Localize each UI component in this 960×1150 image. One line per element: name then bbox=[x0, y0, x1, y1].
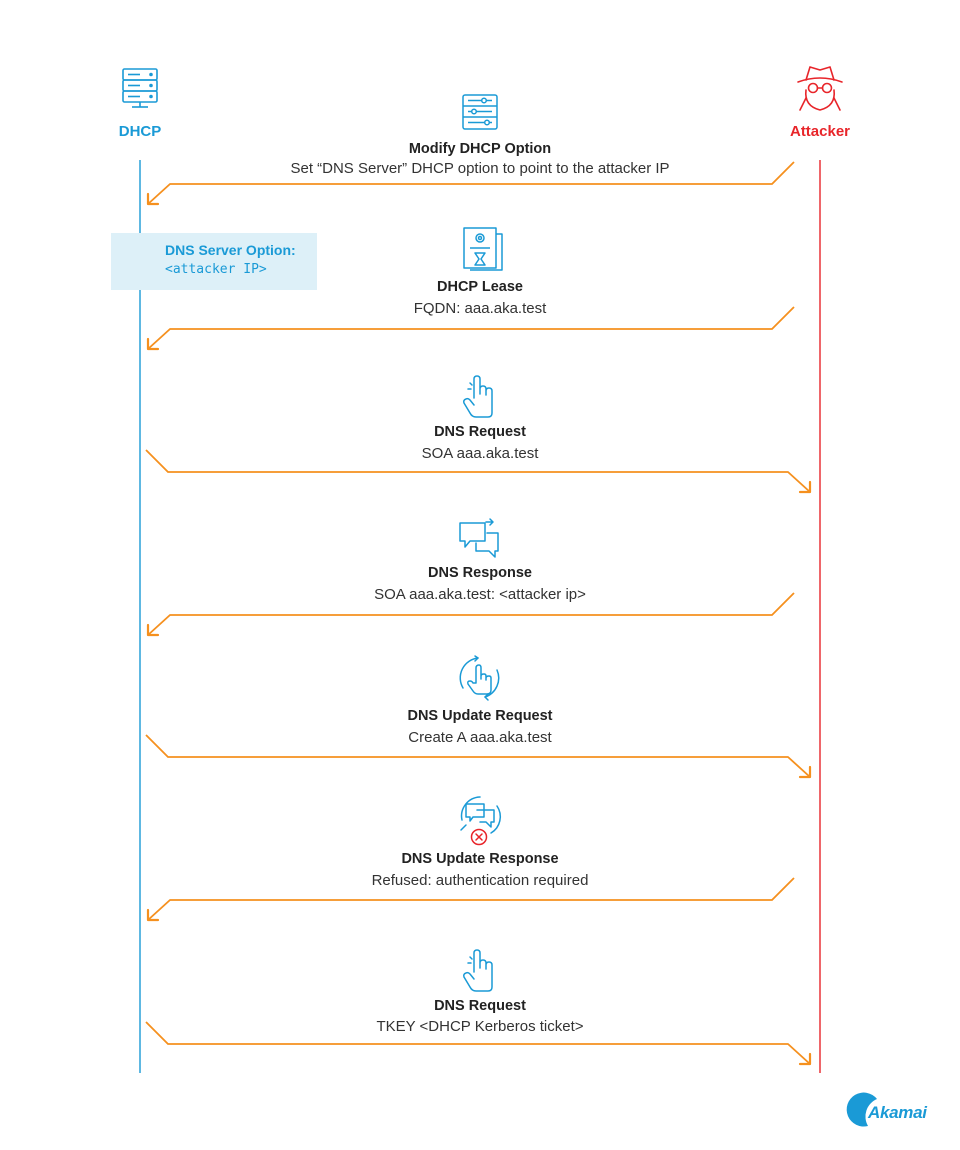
step-6-title: DNS Update Response bbox=[401, 851, 559, 867]
message-arrow-3 bbox=[145, 449, 811, 493]
certificate-icon bbox=[463, 227, 503, 271]
pointing-hand-icon bbox=[463, 949, 493, 992]
step-3-title: DNS Request bbox=[434, 424, 526, 440]
message-arrow-6 bbox=[147, 877, 795, 921]
arrowhead-2 bbox=[146, 337, 160, 351]
step-2-desc: FQDN: aaa.aka.test bbox=[413, 300, 547, 317]
chat-exchange-icon bbox=[459, 518, 499, 558]
state-box-title: DNS Server Option: bbox=[165, 242, 296, 258]
message-arrow-1 bbox=[147, 161, 795, 205]
message-arrow-5 bbox=[145, 734, 811, 778]
arrowhead-7 bbox=[798, 1052, 812, 1066]
attacker-actor-label: Attacker bbox=[789, 123, 851, 140]
arrowhead-1 bbox=[146, 192, 160, 206]
akamai-logo-icon bbox=[846, 1092, 877, 1127]
state-box-value: <attacker IP> bbox=[165, 262, 267, 277]
pointing-hand-icon bbox=[463, 375, 493, 418]
step-7-title: DNS Request bbox=[434, 998, 526, 1014]
akamai-logo-text: Akamai bbox=[868, 1103, 927, 1122]
arrowhead-6 bbox=[146, 908, 160, 922]
step-1-desc: Set “DNS Server” DHCP option to point to… bbox=[290, 160, 670, 177]
step-4-title: DNS Response bbox=[428, 565, 532, 581]
message-arrow-4 bbox=[147, 592, 795, 636]
hand-refresh-icon bbox=[459, 655, 500, 701]
step-1-title: Modify DHCP Option bbox=[408, 141, 552, 157]
message-arrow-7 bbox=[145, 1021, 811, 1065]
step-5-title: DNS Update Request bbox=[407, 708, 553, 724]
step-2-title: DHCP Lease bbox=[437, 279, 523, 295]
step-7-desc: TKEY <DHCP Kerberos ticket> bbox=[376, 1018, 584, 1035]
step-3-desc: SOA aaa.aka.test bbox=[421, 445, 539, 462]
hacker-icon bbox=[797, 66, 843, 111]
arrowhead-4 bbox=[146, 623, 160, 637]
chat-refused-icon bbox=[460, 796, 502, 834]
arrowhead-3 bbox=[798, 480, 812, 494]
refused-x-icon bbox=[470, 828, 488, 846]
step-4-desc: SOA aaa.aka.test: <attacker ip> bbox=[374, 586, 586, 603]
dns-server-option-box bbox=[111, 233, 317, 290]
arrowhead-5 bbox=[798, 765, 812, 779]
step-5-desc: Create A aaa.aka.test bbox=[408, 729, 552, 746]
server-settings-icon bbox=[462, 94, 498, 130]
step-6-desc: Refused: authentication required bbox=[371, 872, 589, 889]
message-arrow-2 bbox=[147, 306, 795, 350]
server-icon bbox=[122, 68, 158, 108]
dhcp-actor-label: DHCP bbox=[118, 123, 162, 140]
